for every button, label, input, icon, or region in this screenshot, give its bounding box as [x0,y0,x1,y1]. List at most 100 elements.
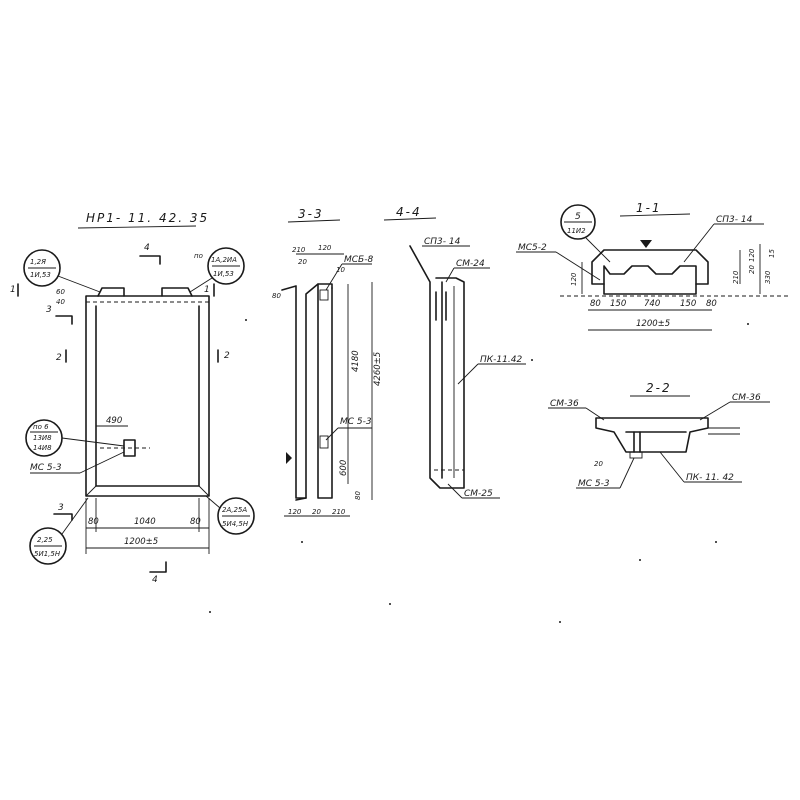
sec11-leader-cp314 [683,223,715,263]
sec22-label-cm36-right: СМ-36 [732,393,761,403]
sec33-dim-20-bottom: 20 [312,508,321,516]
sec11-dim-80-a: 80 [590,299,601,309]
cut-4-top: 4 [144,243,150,253]
corner-line-bl [85,485,97,497]
sec33-dim-120-top: 120 [318,244,332,252]
sec33-leader-mc53 [325,427,339,441]
dim-490: 490 [106,416,122,426]
sec44-label-cp314: СП3- 14 [424,237,461,247]
cut-marker-4-top [139,255,161,265]
sec11-dim-80-b: 80 [706,299,717,309]
sec11-dim-740: 740 [644,299,660,309]
sec22-leader-cm36-left [585,407,605,421]
sec22-plate [629,451,643,459]
sec11-leader-mc52 [555,251,601,281]
leader-ml [61,437,125,447]
sec11-dim-120-right: 120 [748,248,756,262]
sec33-label-mc53: МС 5-3 [340,417,372,427]
sec44-title: 4-4 [396,205,422,219]
dim-1200: 1200±5 [124,537,158,547]
leader-bl [61,497,89,535]
sec44-leader-cm25 [447,483,463,499]
sec11-title: 1-1 [636,201,662,215]
dim-40: 40 [56,298,65,306]
cut-marker-3-bottom [53,513,73,521]
cut-2-right: 2 [224,351,230,361]
sec33-dim-4180: 4180 [351,350,361,372]
slab-outline [85,295,210,497]
callout-bubble-tl [23,249,61,287]
section-3-3: 3-3 210 120 20 10 80 МСБ-8 4180 4260±5 6… [272,207,383,517]
sec11-dim-15: 15 [768,249,776,258]
sec33-dim-120-bottom: 120 [288,508,302,516]
sec44-label-cm24: СМ-24 [456,259,485,269]
bubble-tr-bot: 1И,53 [213,270,234,278]
sec11-bubble-leader [585,237,611,263]
bubble-tl-top: 1,2Я [30,258,46,266]
sec33-top-plate [319,289,329,301]
scan-noise [209,319,749,623]
sec44-profile [409,245,465,489]
cut-3-bottom: 3 [58,503,64,513]
sec11-dim-120-left: 120 [570,272,578,286]
sec33-rib-profile [317,283,333,499]
cut-marker-3-top [55,315,73,325]
corner-line-br [198,485,210,497]
notch-left [97,287,125,297]
cut-1-right: 1 [204,285,210,295]
sec11-bottom-rib [603,283,697,295]
sec33-title: 3-3 [298,207,324,221]
sec44-hooks [435,291,447,321]
sec33-mid-plate [319,435,329,449]
cut-3-top: 3 [46,305,52,315]
bubble-br-top: 2А,25А [222,506,247,514]
bubble-bl-top: 2,25 [37,536,53,544]
sec33-outer-profile [281,283,333,499]
sec22-leader-pk [659,451,685,483]
sec11-underline [619,213,691,217]
sec11-label-cp314: СП3- 14 [716,215,753,225]
notch-right [161,287,193,297]
sec33-bottom-edge [295,497,307,501]
sec33-dim-600: 600 [339,460,349,476]
sec11-dim-20-right: 20 [748,265,756,274]
main-title-underline [77,225,197,229]
bubble-ml-top: по 6 [33,423,49,431]
cut-1-left: 1 [10,285,16,295]
sec44-underline [383,217,437,221]
bubble-br-bot: 5И4,5Н [222,520,249,528]
sec11-dim-210-right: 210 [732,270,740,284]
sec22-title: 2-2 [646,381,672,395]
sec22-label-pk1142: ПК- 11. 42 [686,473,734,483]
sec33-dim-10: 10 [336,266,345,274]
bubble-tr-prefix: по [194,252,203,260]
sec44-leader-pk [457,363,479,385]
sec11-bubble-bot: 11И2 [567,227,586,235]
sec11-dim-1200: 1200±5 [636,319,670,329]
sec11-callout-bubble [560,204,596,240]
sec22-leader-cm36-right [699,401,731,421]
sec33-label-mcs8: МСБ-8 [344,255,373,265]
section-2-2: 2-2 СМ-36 СМ-36 20 МС 5-3 ПК- 11. 42 [548,381,770,489]
sec11-axis-marker [640,240,652,248]
sec22-dim-20: 20 [594,460,603,468]
sec22-profile [595,417,709,453]
sec44-label-cm25: СМ-25 [464,489,493,499]
leader-tl [57,275,101,293]
cut-marker-4-bottom [149,561,167,573]
callout-bubble-bl [29,527,67,565]
bubble-bl-bot: 5И1,5Н [34,550,61,558]
sec33-underline [287,219,341,223]
dim-80-left: 80 [88,517,99,527]
section-1-1: 1-1 5 11И2 МС5-2 СП3- 14 120 15 120 210 … [516,201,790,331]
sec33-dim-80-bottom: 80 [354,491,362,500]
callout-bubble-tr [207,247,245,285]
sec11-dim-330: 330 [764,270,772,284]
main-view: НР1- 11. 42. 35 1,2Я 1И,53 по 1А,2ИА 1И,… [10,211,255,585]
dim-80-right: 80 [190,517,201,527]
sec11-dim-150-b: 150 [680,299,696,309]
section-4-4: 4-4 СП3- 14 СМ-24 ПК-11.42 СМ-25 [383,205,526,499]
sec33-dim-4260: 4260±5 [373,352,383,386]
sec44-leader-cm24 [445,267,455,283]
dim-1040: 1040 [134,517,156,527]
